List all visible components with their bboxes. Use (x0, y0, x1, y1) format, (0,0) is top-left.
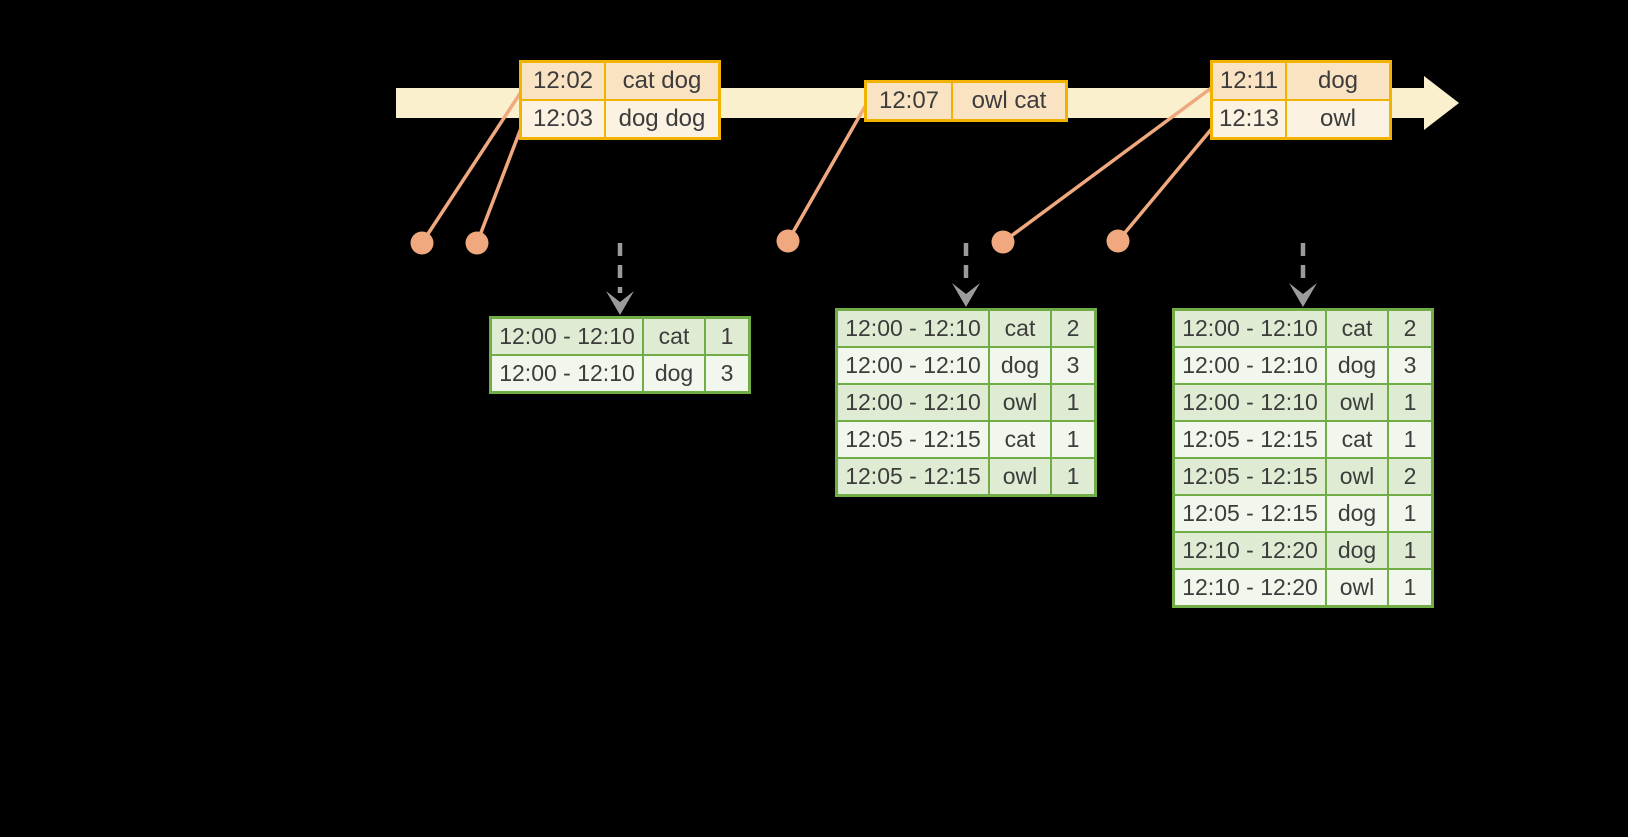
word-cell: cat (990, 422, 1050, 457)
event-words-cell: owl (1287, 101, 1389, 137)
window-cell: 12:05 - 12:15 (838, 459, 988, 494)
event-time-cell: 12:02 (522, 63, 604, 99)
arrow-down-icon (1289, 283, 1317, 307)
event-time-cell: 12:11 (1213, 63, 1285, 99)
word-cell: cat (1327, 311, 1387, 346)
count-cell: 3 (1389, 348, 1431, 383)
word-cell: owl (1327, 459, 1387, 494)
window-cell: 12:05 - 12:15 (838, 422, 988, 457)
window-cell: 12:05 - 12:15 (1175, 422, 1325, 457)
event-dot (465, 231, 489, 255)
count-cell: 2 (1389, 311, 1431, 346)
window-cell: 12:00 - 12:10 (1175, 385, 1325, 420)
event-connector-line (475, 122, 525, 244)
count-cell: 1 (1389, 533, 1431, 568)
event-time-cell: 12:13 (1213, 101, 1285, 137)
event-table-3: 12:11 dog 12:13 owl (1210, 60, 1392, 140)
event-dot (991, 230, 1015, 254)
event-table-1: 12:02 cat dog 12:03 dog dog (519, 60, 721, 140)
word-cell: cat (644, 319, 704, 354)
trigger-arrows (617, 243, 1306, 293)
word-cell: owl (990, 459, 1050, 494)
word-cell: dog (990, 348, 1050, 383)
event-words-cell: owl cat (953, 83, 1065, 119)
count-cell: 1 (1389, 385, 1431, 420)
count-cell: 3 (1052, 348, 1094, 383)
event-connector-line (1001, 84, 1216, 244)
event-dot (776, 229, 800, 253)
arrow-down-icon (606, 291, 634, 315)
window-cell: 12:00 - 12:10 (1175, 348, 1325, 383)
event-time-cell: 12:03 (522, 101, 604, 137)
word-cell: owl (990, 385, 1050, 420)
window-cell: 12:00 - 12:10 (838, 385, 988, 420)
count-cell: 1 (1389, 570, 1431, 605)
word-cell: cat (1327, 422, 1387, 457)
count-cell: 1 (1052, 459, 1094, 494)
word-cell: dog (1327, 496, 1387, 531)
count-cell: 1 (1389, 496, 1431, 531)
trigger-arrow-heads (606, 283, 1317, 315)
word-cell: owl (1327, 570, 1387, 605)
event-dot (1106, 229, 1130, 253)
count-cell: 3 (706, 356, 748, 391)
count-cell: 1 (1389, 422, 1431, 457)
window-cell: 12:05 - 12:15 (1175, 496, 1325, 531)
window-cell: 12:00 - 12:10 (492, 319, 642, 354)
result-table-2: 12:00 - 12:10 cat 2 12:00 - 12:10 dog 3 … (835, 308, 1097, 497)
event-table-2: 12:07 owl cat (864, 80, 1068, 122)
event-connector-line (420, 88, 525, 244)
window-cell: 12:00 - 12:10 (492, 356, 642, 391)
count-cell: 1 (1052, 385, 1094, 420)
count-cell: 1 (706, 319, 748, 354)
word-cell: dog (1327, 348, 1387, 383)
count-cell: 2 (1389, 459, 1431, 494)
count-cell: 1 (1052, 422, 1094, 457)
event-connector-line (786, 102, 869, 242)
event-time-cell: 12:07 (867, 83, 951, 119)
event-dots (410, 229, 1130, 255)
window-cell: 12:00 - 12:10 (838, 311, 988, 346)
event-connector-lines (420, 84, 1216, 244)
event-connector-line (1116, 124, 1216, 243)
word-cell: cat (990, 311, 1050, 346)
event-words-cell: dog (1287, 63, 1389, 99)
result-table-1: 12:00 - 12:10 cat 1 12:00 - 12:10 dog 3 (489, 316, 751, 394)
event-dot (410, 231, 434, 255)
count-cell: 2 (1052, 311, 1094, 346)
result-table-3: 12:00 - 12:10 cat 2 12:00 - 12:10 dog 3 … (1172, 308, 1434, 608)
window-cell: 12:05 - 12:15 (1175, 459, 1325, 494)
window-cell: 12:10 - 12:20 (1175, 570, 1325, 605)
word-cell: dog (1327, 533, 1387, 568)
window-cell: 12:10 - 12:20 (1175, 533, 1325, 568)
event-words-cell: dog dog (606, 101, 718, 137)
arrow-down-icon (952, 283, 980, 307)
event-words-cell: cat dog (606, 63, 718, 99)
word-cell: dog (644, 356, 704, 391)
window-cell: 12:00 - 12:10 (838, 348, 988, 383)
word-cell: owl (1327, 385, 1387, 420)
window-cell: 12:00 - 12:10 (1175, 311, 1325, 346)
